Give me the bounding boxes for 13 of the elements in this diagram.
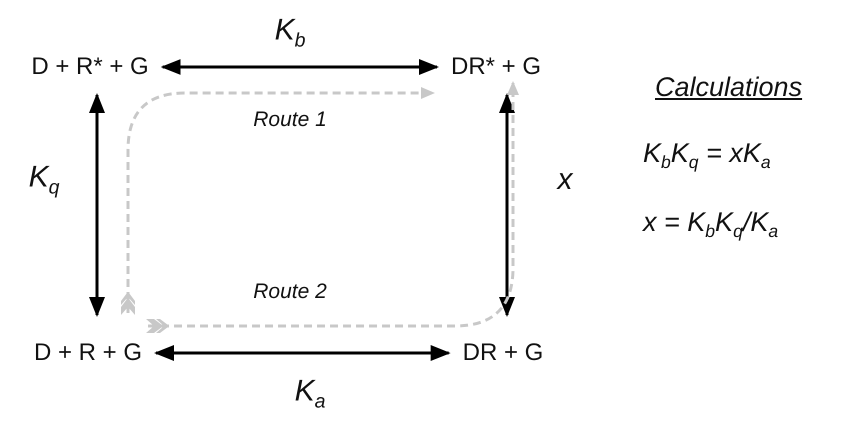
equation: x = K$_{b}$K$_{q}$/K$_{a}$: [643, 207, 778, 242]
route-arrow: [121, 87, 435, 315]
state-label: D + R + G: [20, 325, 156, 381]
double-arrow: [160, 59, 439, 75]
double-arrow: [89, 93, 105, 317]
route-arrow: [146, 81, 519, 333]
state-label: DR + G: [448, 325, 558, 381]
state-label: DR* + G: [436, 39, 556, 95]
section-heading: Calculations: [655, 72, 802, 103]
equation: K$_{b}$K$_{q}$ = xK$_{a}$: [643, 138, 771, 174]
double-arrow: [499, 93, 515, 317]
double-arrow: [154, 345, 451, 361]
state-label: D + R* + G: [17, 39, 163, 95]
